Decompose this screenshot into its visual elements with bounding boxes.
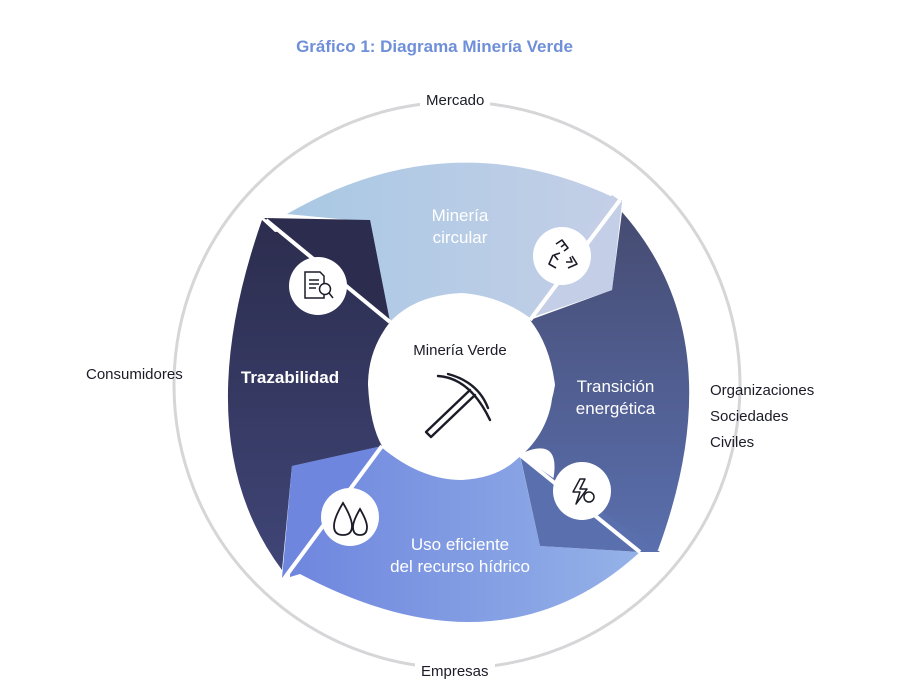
segment-label-trazabilidad: Trazabilidad	[240, 368, 340, 387]
label-civiles: Civiles	[710, 434, 755, 451]
segment-uso-eficiente	[290, 446, 640, 623]
center-circle	[369, 294, 553, 478]
segment-mineria-circular	[287, 162, 622, 322]
energy-bolt-icon	[572, 478, 595, 505]
diagram-title: Gráfico 1: Diagrama Minería Verde	[296, 37, 573, 56]
label-consumidores: Consumidores	[86, 366, 183, 383]
label-organizaciones: Organizaciones	[710, 382, 815, 399]
center-label: Minería Verde	[413, 342, 507, 359]
icon-circle-recycle	[533, 227, 591, 285]
label-mercado: Mercado	[420, 92, 491, 109]
label-organizaciones-block: Organizaciones Sociedades Civiles	[710, 378, 814, 456]
icon-circle-document	[289, 257, 347, 315]
icon-circle-bolt	[553, 462, 611, 520]
segment-label-transicion-energetica: Transición energética	[575, 377, 656, 418]
document-search-icon	[304, 271, 334, 299]
segment-label-uso-eficiente: Uso eficiente del recurso hídrico	[390, 535, 530, 576]
water-drops-icon	[333, 501, 368, 536]
label-sociedades: Sociedades	[710, 408, 789, 425]
pickaxe-icon	[424, 372, 492, 439]
label-empresas: Empresas	[415, 663, 495, 680]
segment-label-mineria-circular: Minería circular	[431, 206, 489, 247]
segment-trazabilidad	[227, 220, 390, 570]
segment-transicion-energetica	[518, 212, 690, 550]
recycle-icon	[548, 239, 578, 269]
